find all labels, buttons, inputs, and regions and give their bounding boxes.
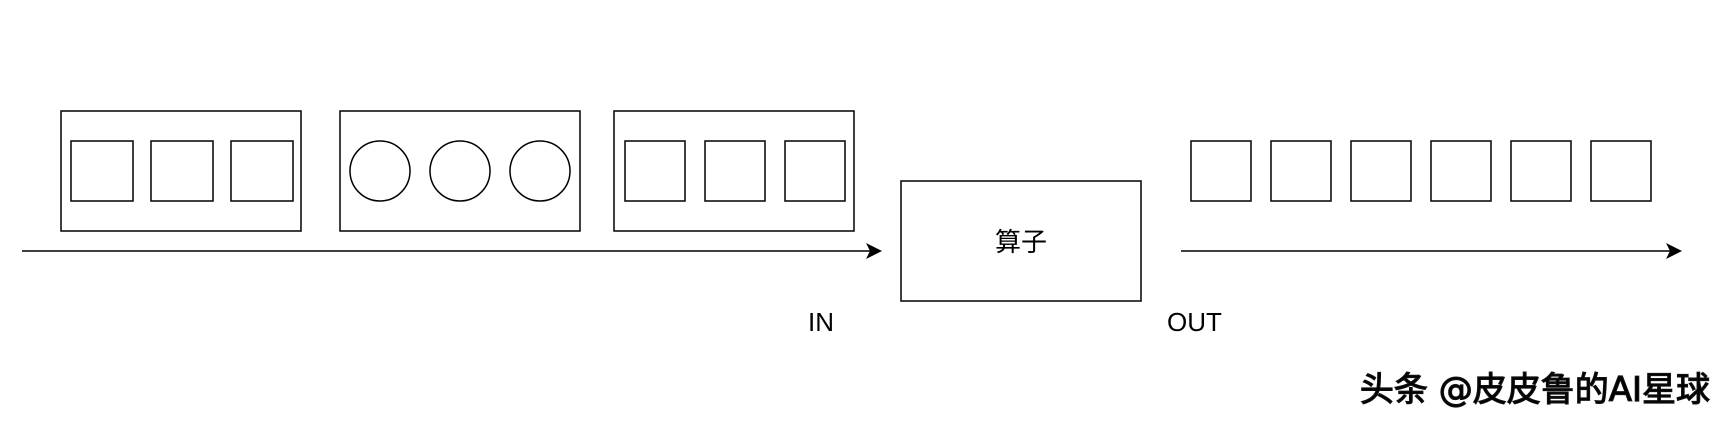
batch-1-square-item xyxy=(70,140,134,202)
watermark-text: 头条 @皮皮鲁的AI星球 xyxy=(1360,370,1710,410)
input-label: IN xyxy=(808,307,834,337)
output-square-item xyxy=(1430,140,1492,202)
output-square-item xyxy=(1590,140,1652,202)
batch-3-square-item xyxy=(784,140,846,202)
operator-box: 算子 xyxy=(900,180,1142,302)
batch-1-square-item xyxy=(230,140,294,202)
output-stream-items xyxy=(1190,140,1652,202)
batch-2-circle-item xyxy=(349,140,411,202)
output-square-item xyxy=(1350,140,1412,202)
output-arrow xyxy=(1181,243,1682,259)
input-batch-2 xyxy=(339,110,581,232)
output-square-item xyxy=(1270,140,1332,202)
input-arrow xyxy=(22,243,882,259)
batch-2-circle-item xyxy=(509,140,571,202)
output-square-item xyxy=(1190,140,1252,202)
batch-1-square-item xyxy=(150,140,214,202)
output-label: OUT xyxy=(1167,307,1222,337)
output-square-item xyxy=(1510,140,1572,202)
operator-label: 算子 xyxy=(995,228,1047,258)
input-batch-3 xyxy=(613,110,855,232)
batch-3-square-item xyxy=(704,140,766,202)
batch-3-square-item xyxy=(624,140,686,202)
batch-2-circle-item xyxy=(429,140,491,202)
input-batch-1 xyxy=(60,110,302,232)
